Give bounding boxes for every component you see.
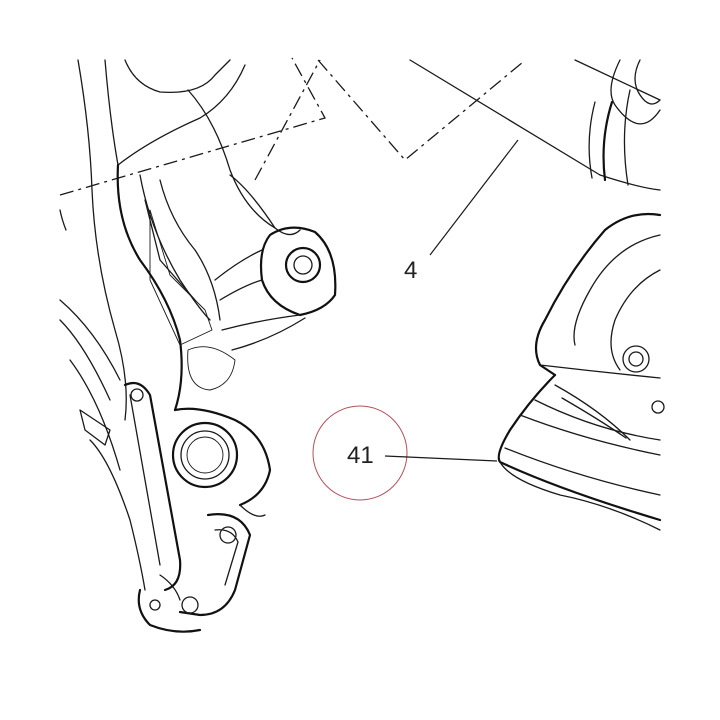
callout-41-label: 41	[347, 442, 374, 469]
assembly-centerlines	[59, 57, 524, 196]
callout-41: 41	[312, 405, 498, 501]
part-4-tube	[409, 59, 661, 191]
frame-bracket	[59, 59, 337, 633]
callout-4: 4	[404, 139, 519, 284]
callout-4-label: 4	[404, 257, 417, 284]
callout-41-highlight-ring	[312, 405, 408, 501]
part-41-housing	[497, 212, 665, 531]
